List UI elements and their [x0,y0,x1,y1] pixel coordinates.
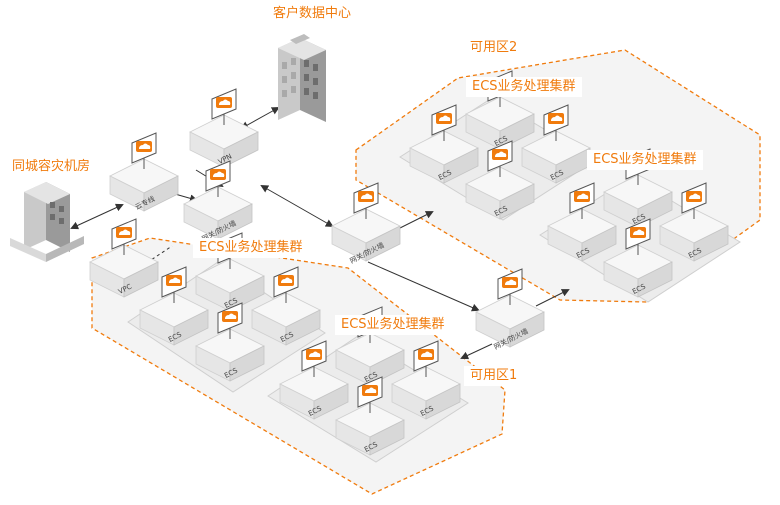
ecs-node-z2t-0: ECS [409,104,479,184]
label-cluster-zone2-top: ECS业务处理集群 [466,77,582,97]
cloud-icon [686,191,702,202]
ecs-node-z1r-2: ECS [335,376,405,456]
dedicated-line-node: 云专线 [109,132,179,212]
line-disaster-line [70,203,124,230]
ecs-node-z2b-2: ECS [603,218,673,298]
cloud-icon [136,141,152,152]
cloud-icon [116,227,132,238]
label-zone2: 可用区2 [464,38,524,58]
vpc-node: VPC [89,218,159,298]
cloud-icon [166,275,182,286]
gateway-mid-node: 网关/防火墙 [331,182,401,265]
cloud-icon [436,113,452,124]
node-layer: ECSECSECSECSECSECSECSECSECSECSECSECSECSE… [89,70,729,456]
cloud-icon [548,113,564,124]
label-zone1: 可用区1 [464,366,524,386]
cloud-icon [502,277,518,288]
cloud-icon [630,227,646,238]
line-mid-gatezone [367,261,480,312]
vpn-node: VPN [189,88,259,168]
ecs-node-z1l-2: ECS [195,302,265,382]
cloud-icon [358,191,374,202]
label-disaster-room: 同城容灾机房 [12,159,91,174]
cloud-icon [418,349,434,360]
line-gatezone-zone2 [535,289,570,307]
ecs-node-z1l-0: ECS [139,266,209,346]
line-gateway-mid [260,185,334,227]
ecs-node-z1r-3: ECS [391,340,461,420]
cloud-icon [278,275,294,286]
ecs-node-z2t-3: ECS [521,104,591,184]
line-vpn-dc [240,107,280,129]
cloud-icon [306,349,322,360]
label-customer-dc: 客户数据中心 [273,6,352,21]
cloud-icon [210,169,226,180]
gateway-main-node: 网关/防火墙 [183,160,253,243]
building-disaster-room [10,182,84,262]
line-gatezone-zone1 [460,343,493,360]
ecs-node-z1l-3: ECS [251,266,321,346]
cloud-icon [362,385,378,396]
ecs-node-z1r-0: ECS [279,340,349,420]
label-cluster-zone1-left: ECS业务处理集群 [193,238,309,258]
building-customer-dc [278,34,326,122]
ecs-node-z2b-0: ECS [547,182,617,262]
label-cluster-zone1-right: ECS业务处理集群 [335,315,451,335]
label-cluster-zone2-bottom: ECS业务处理集群 [587,150,703,170]
ecs-node-z2b-3: ECS [659,182,729,262]
cloud-icon [492,149,508,160]
cloud-icon [222,311,238,322]
cloud-icon [574,191,590,202]
cloud-icon [216,97,232,108]
ecs-node-z2t-2: ECS [465,140,535,220]
